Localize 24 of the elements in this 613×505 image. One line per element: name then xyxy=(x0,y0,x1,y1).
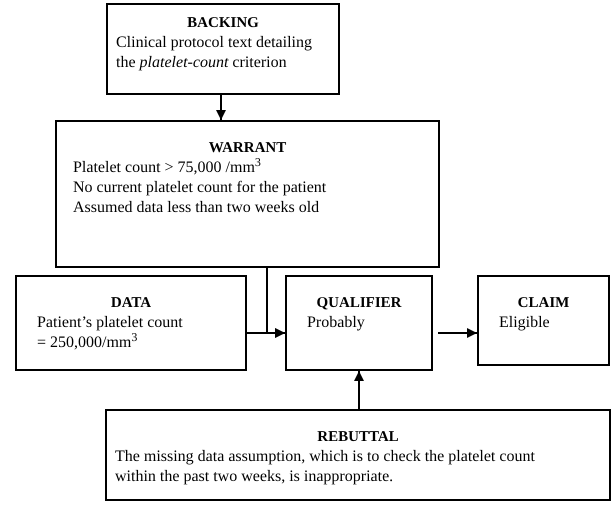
box-heading: DATA xyxy=(110,294,152,313)
text-box xyxy=(55,120,440,268)
arrow xyxy=(247,328,285,338)
box-text: Eligible xyxy=(498,313,551,333)
text-box xyxy=(285,275,433,371)
box-text: No current platelet count for the patient xyxy=(72,178,328,198)
box-heading: WARRANT xyxy=(208,139,288,158)
box-text: Assumed data less than two weeks old xyxy=(72,198,320,218)
text-box xyxy=(477,275,610,366)
box-heading: BACKING xyxy=(186,14,260,33)
box-text: The missing data assumption, which is to check the platelet count within the past two weeks, is inappropriate. xyxy=(114,447,536,487)
box-heading: REBUTTAL xyxy=(316,428,400,447)
box-text: Clinical protocol text detailing the platelet-count criterion xyxy=(115,33,313,73)
text-box xyxy=(105,409,611,501)
box-text: Patient’s platelet count = 250,000/mm$^{3}$ xyxy=(36,313,184,353)
box-text: Platelet count > 75,000 /mm$^{3}$ xyxy=(72,158,262,178)
box-heading: QUALIFIER xyxy=(315,294,403,313)
arrow xyxy=(354,371,364,409)
text-box xyxy=(106,3,340,95)
arrow xyxy=(438,328,477,338)
text-box xyxy=(15,275,247,371)
box-text: Probably xyxy=(306,313,366,333)
arrow xyxy=(216,95,226,120)
box-heading: CLAIM xyxy=(516,294,570,313)
